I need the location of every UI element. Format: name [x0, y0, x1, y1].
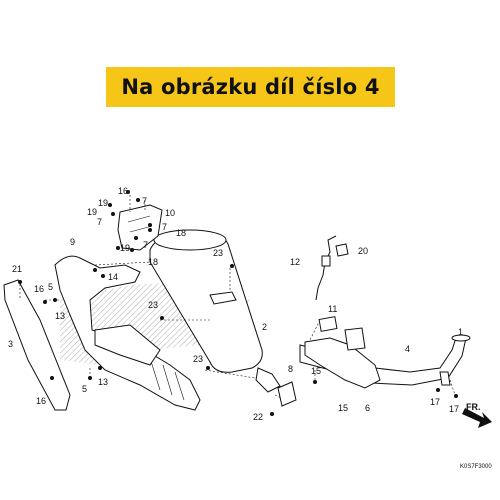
label-9: 9	[70, 237, 75, 247]
label-11: 11	[328, 304, 337, 314]
label-17-right: 17	[449, 404, 459, 414]
pipe-heat-shield-6	[304, 337, 381, 389]
label-12: 12	[290, 257, 300, 267]
part-number-banner: Na obrázku díl číslo 4	[106, 67, 395, 107]
label-21: 21	[12, 264, 22, 274]
fasteners	[18, 190, 458, 416]
label-19-top: 19	[98, 198, 108, 208]
clamp-8	[277, 381, 297, 407]
label-13-low: 13	[98, 377, 108, 387]
front-direction-arrow	[462, 408, 492, 428]
label-17-left: 17	[430, 397, 440, 407]
label-2: 2	[262, 322, 267, 332]
o2-sensor-connector	[321, 255, 331, 267]
label-23-top: 23	[213, 248, 223, 258]
muffler-protector-10	[117, 204, 163, 251]
label-8: 8	[288, 364, 293, 374]
pipe-flange	[451, 334, 471, 342]
label-3: 3	[8, 339, 13, 349]
label-19-mid: 19	[87, 207, 97, 217]
diagram-code: K0S7F3000	[460, 464, 492, 470]
front-direction-label: FR.	[466, 402, 481, 412]
label-19-low: 19	[120, 243, 130, 253]
o2-sensor-wire-12	[315, 235, 337, 301]
label-1: 1	[458, 327, 463, 337]
label-7-top: 7	[142, 196, 147, 206]
label-16-top: 16	[118, 186, 128, 196]
label-7-right: 7	[162, 222, 167, 232]
label-18-right: 18	[176, 228, 186, 238]
label-16-low: 16	[36, 396, 46, 406]
sensor-grommet-20	[335, 243, 349, 257]
label-15-top: 15	[311, 366, 321, 376]
label-22: 22	[253, 412, 263, 422]
protector-slot	[127, 215, 153, 233]
label-7-low: 7	[143, 240, 148, 250]
muffler-bracket	[209, 291, 237, 305]
label-13-left: 13	[55, 311, 65, 321]
label-5-left: 5	[48, 282, 53, 292]
pipe-bracket	[439, 371, 451, 386]
muffler-outlet	[255, 367, 281, 393]
label-5-low: 5	[82, 384, 87, 394]
label-10: 10	[165, 208, 175, 218]
label-18-low: 18	[148, 257, 158, 267]
muffler-cover-lower	[94, 324, 161, 366]
label-23-low: 23	[193, 354, 203, 364]
muffler-cover-9	[54, 255, 201, 411]
label-14: 14	[108, 272, 118, 282]
part-labels: 16 19 7 19 10 7 7 18 19 7 18 9 14 23 20 …	[8, 186, 463, 422]
label-23-mid: 23	[148, 300, 158, 310]
label-6: 6	[365, 403, 370, 413]
label-20: 20	[358, 246, 368, 256]
gasket-11b	[344, 327, 366, 351]
gasket-11	[318, 316, 338, 332]
label-4: 4	[405, 344, 410, 354]
label-16-left: 16	[34, 284, 44, 294]
label-7-left: 7	[97, 217, 102, 227]
muffler-end-cap	[153, 229, 227, 251]
banner-text: Na obrázku díl číslo 4	[121, 75, 380, 99]
label-15-low: 15	[338, 403, 348, 413]
